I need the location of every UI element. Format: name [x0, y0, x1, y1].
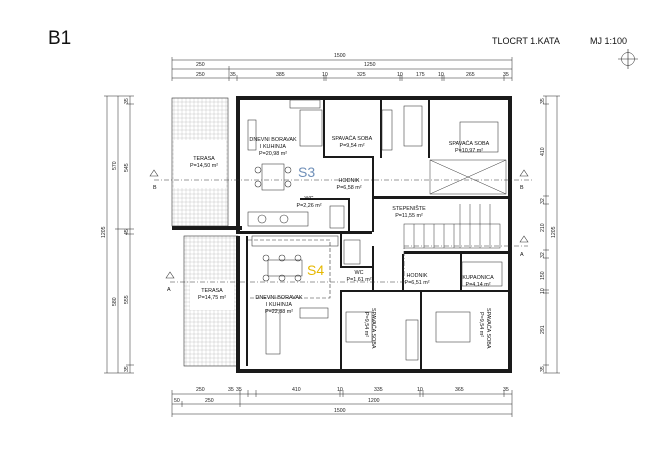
room-hodnik-top-area: P=6,58 m²: [336, 185, 361, 191]
dim-bottom-total: 1500: [334, 408, 346, 414]
dim-left-5: 555: [124, 295, 130, 304]
room-kupaonica-name: KUPAONICA: [462, 275, 494, 281]
dim-left-3: 545: [124, 163, 130, 172]
dim-top-10: 35: [503, 72, 509, 78]
room-terasa-top-area: P=14,50 m²: [190, 163, 218, 169]
plan-title: TLOCRT 1.KATA: [492, 36, 560, 46]
bottom-dimensions: 250 35 35 410 10 335 10 365 35 50 250 12…: [171, 387, 513, 417]
room-wc-top-name: WC: [305, 196, 314, 202]
building-label: B1: [48, 28, 71, 49]
dim-right-5: 32: [540, 252, 546, 258]
unit-label-s3: S3: [298, 164, 315, 180]
dim-right-9: 35: [540, 366, 546, 372]
dim-bottom-3: 35: [236, 387, 242, 393]
dim-left-2: 570: [112, 161, 118, 170]
dim-bottom-6: 335: [374, 387, 383, 393]
dim-top-7: 175: [416, 72, 425, 78]
walls: [172, 96, 512, 373]
room-spavaca-3-area: P=9,54 m²: [363, 312, 369, 337]
dim-top-1: 250: [196, 72, 205, 78]
dim-bottom-8: 365: [455, 387, 464, 393]
staircase: [403, 159, 507, 249]
dim-left-4: 45: [124, 229, 130, 235]
dim-right-total: 1205: [551, 226, 557, 238]
room-wc-bot-name: WC: [355, 270, 364, 276]
dim-right-6: 150: [540, 271, 546, 280]
dim-right-3: 32: [540, 198, 546, 204]
room-spavaca-4-name: SPAVAĆA SOBA: [485, 308, 492, 349]
section-a-left-label: A: [167, 287, 171, 293]
room-spavaca-2-name: SPAVAĆA SOBA: [449, 140, 490, 147]
room-hodnik-bot-name: HODNIK: [407, 273, 428, 279]
room-terasa-bot-name: TERASA: [201, 288, 223, 294]
room-dnevni-bot-name: DNEVNI BORAVAK: [255, 295, 303, 301]
room-dnevni-bot-name2: I KUHINJA: [266, 302, 292, 308]
unit-label-s4: S4: [307, 262, 324, 278]
dim-right-7: 10: [540, 288, 546, 294]
dim-top-total: 1500: [334, 53, 346, 59]
north-arrow-icon: [618, 49, 638, 69]
dim-bottom-second-1: 50: [174, 398, 180, 404]
dim-top-6: 10: [397, 72, 403, 78]
furniture: [247, 99, 503, 361]
dim-left-7: 35: [124, 366, 130, 372]
room-spavaca-1-name: SPAVAĆA SOBA: [332, 135, 373, 142]
room-spavaca-1-area: P=9,54 m²: [339, 143, 364, 149]
dim-bottom-second-2: 250: [205, 398, 214, 404]
dim-top-mid-1: 250: [196, 62, 205, 68]
room-hodnik-top-name: HODNIK: [339, 178, 360, 184]
room-dnevni-top-name2: I KUHINJA: [260, 144, 286, 150]
room-hodnik-bot-area: P=6,51 m²: [404, 280, 429, 286]
section-a: [165, 235, 529, 283]
dim-bottom-2: 35: [228, 387, 234, 393]
room-dnevni-top-name: DNEVNI BORAVAK: [249, 137, 297, 143]
room-terasa-bot-area: P=14,75 m²: [198, 295, 226, 301]
room-spavaca-2-area: P=10,97 m²: [455, 148, 483, 154]
room-kupaonica-area: P=4,14 m²: [465, 282, 490, 288]
dim-bottom-9: 35: [503, 387, 509, 393]
right-dimensions: 35 410 32 210 32 150 10 291 35 1205: [540, 95, 560, 374]
dim-left-6: 580: [112, 297, 118, 306]
dim-right-1: 35: [540, 98, 546, 104]
room-spavaca-4-area: P=9,54 m²: [478, 312, 484, 337]
left-dimensions: 1205 35 570 545 45 555 580 35: [101, 95, 134, 374]
section-a-right-label: A: [520, 252, 524, 258]
dim-right-8: 291: [540, 325, 546, 334]
dim-top-4: 10: [322, 72, 328, 78]
room-wc-top-area: P=2,26 m²: [296, 203, 321, 209]
top-dimensions: 1500 250 1250 250 35 385 10 325 10 175 1…: [171, 53, 513, 81]
room-spavaca-3-name: SPAVAĆA SOBA: [370, 308, 377, 349]
dim-bottom-5: 10: [337, 387, 343, 393]
room-dnevni-top-area: P=20,98 m²: [259, 151, 287, 157]
dim-left-1: 35: [124, 98, 130, 104]
room-stepeniste-area: P=11,55 m²: [395, 213, 423, 219]
dim-left-total: 1205: [101, 226, 107, 238]
room-stepeniste-name: STEPENIŠTE: [392, 205, 426, 212]
plan-scale: MJ 1:100: [590, 36, 627, 46]
section-b-left-label: B: [153, 185, 157, 191]
dim-right-4: 210: [540, 223, 546, 232]
room-terasa-top-name: TERASA: [193, 156, 215, 162]
dim-bottom-1: 250: [196, 387, 205, 393]
dim-bottom-7: 10: [417, 387, 423, 393]
dim-top-9: 265: [466, 72, 475, 78]
unit-boundary: [248, 239, 331, 299]
room-wc-bot-area: P=1,61 m²: [346, 277, 371, 283]
dim-top-2: 35: [230, 72, 236, 78]
section-b-right-label: B: [520, 185, 524, 191]
dim-top-5: 325: [357, 72, 366, 78]
dim-bottom-second-3: 1200: [368, 398, 380, 404]
dim-bottom-4: 410: [292, 387, 301, 393]
dim-top-3: 385: [276, 72, 285, 78]
dim-top-8: 10: [438, 72, 444, 78]
dim-right-2: 410: [540, 147, 546, 156]
section-b: [149, 169, 532, 181]
room-dnevni-bot-area: P=22,88 m²: [265, 309, 293, 315]
dim-top-mid-2: 1250: [364, 62, 376, 68]
